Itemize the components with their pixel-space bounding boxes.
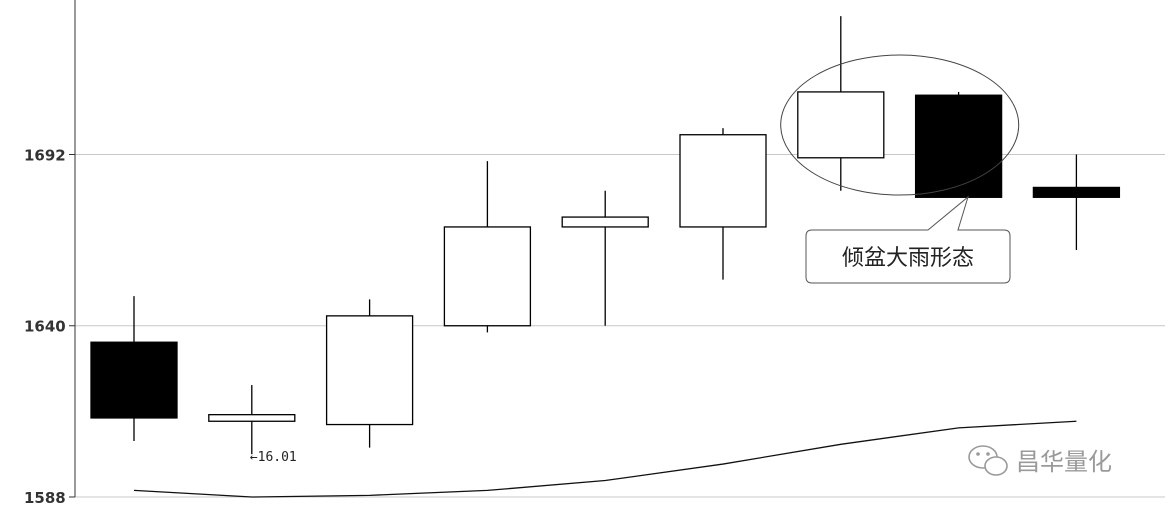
highlight-ellipse <box>780 54 1020 196</box>
low-price-annotation: ←16.01 <box>250 450 297 465</box>
bullish-candle-body <box>325 315 414 426</box>
candle <box>325 299 414 448</box>
y-tick-label: 1640 <box>24 318 66 336</box>
candle <box>561 190 649 326</box>
candle <box>443 161 532 333</box>
pattern-callout: 倾盆大雨形态 <box>780 54 1020 284</box>
candle <box>1032 154 1121 250</box>
callout-label: 倾盆大雨形态 <box>842 246 974 271</box>
grid-lines <box>69 153 1165 498</box>
bullish-candle-body <box>443 226 532 327</box>
bearish-candle-body <box>1032 186 1121 198</box>
candle <box>679 128 767 280</box>
callout-box <box>805 195 1011 284</box>
watermark-text: 昌华量化 <box>1016 448 1112 476</box>
wechat-icon <box>968 445 1008 476</box>
bullish-candle-body <box>561 216 649 228</box>
y-tick-label: 1588 <box>24 489 66 507</box>
candles <box>90 16 1121 455</box>
bullish-candle-body <box>679 134 767 228</box>
wechat-eye <box>976 452 980 456</box>
bullish-candle-body <box>797 91 885 159</box>
candle <box>797 16 885 191</box>
wechat-eye <box>986 452 990 456</box>
y-tick-labels: 1588 1640 1692 <box>24 146 66 507</box>
candle <box>90 296 178 442</box>
watermark: 昌华量化 <box>968 445 1112 476</box>
wechat-bubble-small <box>984 456 1008 476</box>
bearish-candle-body <box>914 94 1003 198</box>
bullish-candle-body <box>208 414 296 422</box>
y-tick-label: 1692 <box>24 146 66 164</box>
bearish-candle-body <box>90 341 178 419</box>
candle <box>208 385 296 455</box>
ma-polyline <box>133 420 1077 498</box>
moving-average-line <box>133 420 1077 498</box>
candle <box>914 91 1003 198</box>
